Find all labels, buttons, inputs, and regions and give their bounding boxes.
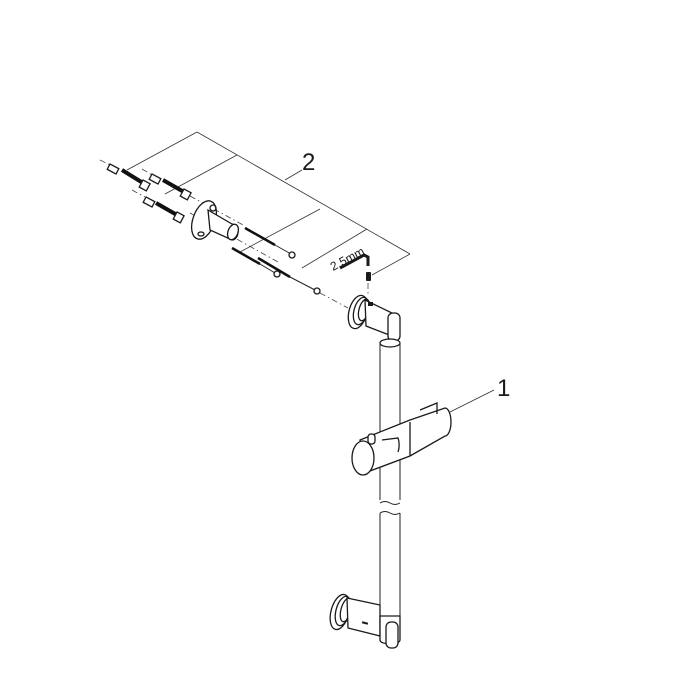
wall-plug-3 — [131, 189, 185, 224]
wall-plug-2 — [141, 168, 192, 201]
wall-plug-1 — [99, 159, 151, 192]
hex-key-size-label: 2.5mm — [328, 244, 367, 274]
lower-wall-mount — [329, 593, 401, 649]
kit-bracket-outline — [126, 131, 411, 276]
screw-1 — [244, 226, 296, 259]
upper-wall-mount — [347, 294, 401, 342]
screw-3 — [257, 256, 349, 309]
callout-2-label: 2 — [302, 149, 315, 176]
callout-1-leader — [449, 389, 495, 413]
grub-screw — [366, 272, 371, 295]
hex-key — [339, 253, 370, 270]
wall-bracket-flange — [189, 195, 279, 263]
slider-holder — [351, 402, 452, 476]
screw-2 — [231, 246, 281, 278]
callout-1-label: 1 — [497, 375, 510, 402]
rail-tube — [379, 338, 401, 616]
